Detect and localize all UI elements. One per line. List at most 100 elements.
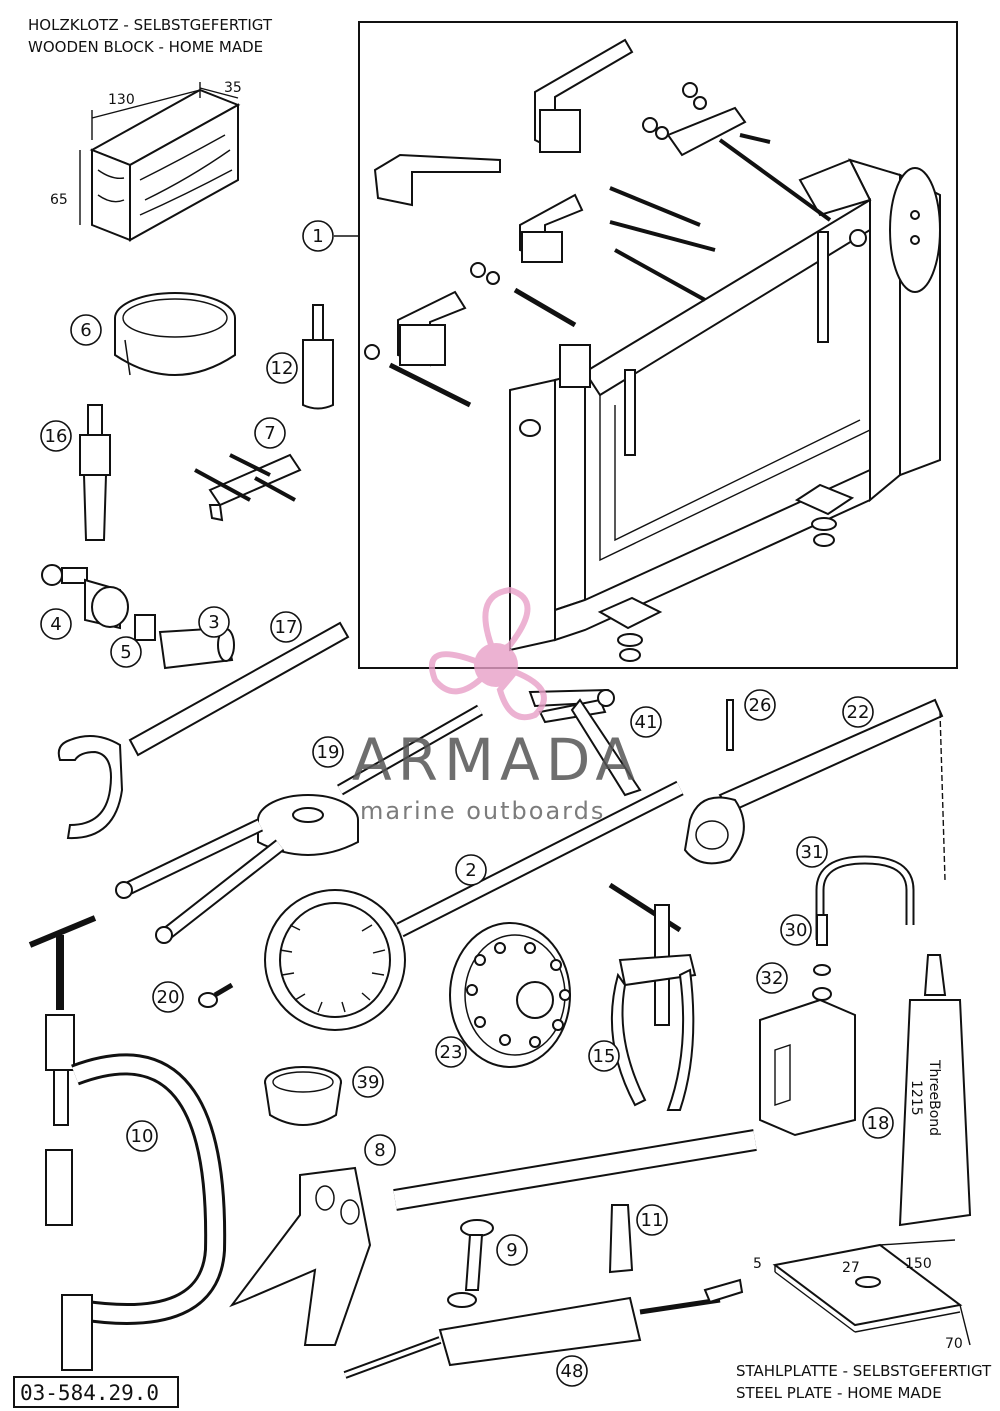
callout-number: 16: [45, 426, 68, 447]
callout-number: 6: [80, 320, 91, 341]
callout-23: 23: [435, 1036, 467, 1068]
callouts-layer: 1234567891011121516171819202223263031323…: [40, 220, 894, 1387]
callout-39: 39: [352, 1066, 384, 1098]
callout-circle: [588, 1040, 620, 1072]
chain-wrench-22: [683, 698, 946, 881]
callout-number: 20: [157, 987, 180, 1008]
oil-bottle-set: [759, 914, 856, 1137]
stand-brackets: [364, 38, 832, 408]
callout-22: 22: [842, 696, 874, 728]
callout-circle: [636, 1204, 668, 1236]
callout-circle: [556, 1355, 588, 1387]
callout-circle: [110, 636, 142, 668]
callout-9: 9: [496, 1234, 528, 1266]
callout-2: 2: [455, 854, 487, 886]
callout-number: 48: [561, 1361, 584, 1382]
callout-circle: [312, 736, 344, 768]
grease-gun-48: [343, 1278, 744, 1379]
callout-circle: [455, 854, 487, 886]
callout-circle: [270, 611, 302, 643]
callout-26: 26: [744, 689, 776, 721]
callout-number: 2: [465, 860, 476, 881]
callout-circle: [126, 1120, 158, 1152]
callout-number: 5: [120, 642, 131, 663]
callout-circle: [744, 689, 776, 721]
callout-8: 8: [364, 1134, 396, 1166]
holding-tool-2: [264, 780, 684, 1031]
callout-circle: [780, 914, 812, 946]
callout-circle: [496, 1234, 528, 1266]
callout-number: 18: [867, 1113, 890, 1134]
callout-circle: [364, 1134, 396, 1166]
callout-11: 11: [636, 1204, 668, 1236]
wooden-block-label-de: HOLZKLOTZ - SELBSTGEFERTIGT: [28, 16, 273, 34]
tube-31: [815, 855, 915, 940]
adhesive-bottle-12: [302, 304, 334, 410]
callout-number: 3: [208, 612, 219, 633]
callout-circle: [842, 696, 874, 728]
part-number-box: [13, 1376, 179, 1408]
callout-number: 17: [275, 617, 298, 638]
callout-circle: [630, 706, 662, 738]
claw-puller-15: [608, 882, 697, 1111]
callout-18: 18: [862, 1107, 894, 1139]
wooden-block-length: 130: [108, 92, 135, 108]
callout-15: 15: [588, 1040, 620, 1072]
wooden-block: [79, 82, 241, 242]
steel-plate-hole: 27: [842, 1260, 860, 1276]
callout-number: 1: [312, 226, 323, 247]
watermark-tagline: marine outboards: [360, 797, 605, 825]
callout-number: 15: [593, 1046, 616, 1067]
callout-3: 3: [198, 606, 230, 638]
callout-circle: [796, 836, 828, 868]
callout-4: 4: [40, 608, 72, 640]
callout-circle: [70, 314, 102, 346]
spanner-19: [115, 704, 483, 944]
callout-circle: [352, 1066, 384, 1098]
wooden-block-height: 65: [50, 192, 68, 208]
holder-tool-7: [194, 453, 302, 522]
steel-plate: [772, 1239, 971, 1346]
callout-19: 19: [312, 736, 344, 768]
callout-17: 17: [270, 611, 302, 643]
engine-stand: [509, 158, 941, 662]
sealant-tube-18: [898, 954, 972, 1227]
wooden-block-width: 35: [224, 80, 242, 96]
cup-tool-39: [264, 1066, 342, 1126]
callout-number: 31: [801, 842, 824, 863]
callout-circle: [40, 420, 72, 452]
callout-20: 20: [152, 981, 184, 1013]
callout-32: 32: [756, 962, 788, 994]
pin-26: [726, 699, 734, 751]
callout-31: 31: [796, 836, 828, 868]
callout-number: 12: [271, 358, 294, 379]
callout-10: 10: [126, 1120, 158, 1152]
callout-number: 7: [264, 423, 275, 444]
ring-tool-6: [114, 292, 236, 376]
callout-circle: [254, 417, 286, 449]
puller-tool-16: [79, 404, 111, 541]
callout-circle: [302, 220, 334, 252]
callout-16: 16: [40, 420, 72, 452]
engine-stand-frame-box: [358, 21, 958, 669]
callout-number: 26: [749, 695, 772, 716]
watermark-brand: ARMADA: [352, 726, 641, 794]
wooden-block-label-en: WOODEN BLOCK - HOME MADE: [28, 38, 263, 56]
steel-plate-length: 150: [905, 1256, 932, 1272]
puller-set-4-5-3: [41, 564, 235, 670]
steel-plate-thickness: 5: [753, 1256, 762, 1272]
callout-number: 22: [847, 702, 870, 723]
callout-number: 19: [317, 742, 340, 763]
callout-7: 7: [254, 417, 286, 449]
callout-6: 6: [70, 314, 102, 346]
steel-plate-label-de: STAHLPLATTE - SELBSTGEFERTIGT: [736, 1362, 992, 1380]
grease-nipple-11: [608, 1204, 634, 1274]
part-number: 03-584.29.0: [20, 1381, 159, 1405]
callout-number: 39: [357, 1072, 380, 1093]
steel-plate-label-en: STEEL PLATE - HOME MADE: [736, 1384, 942, 1402]
callout-circle: [40, 608, 72, 640]
callout-circle: [198, 606, 230, 638]
callout-circle: [266, 352, 298, 384]
callout-circle: [152, 981, 184, 1013]
